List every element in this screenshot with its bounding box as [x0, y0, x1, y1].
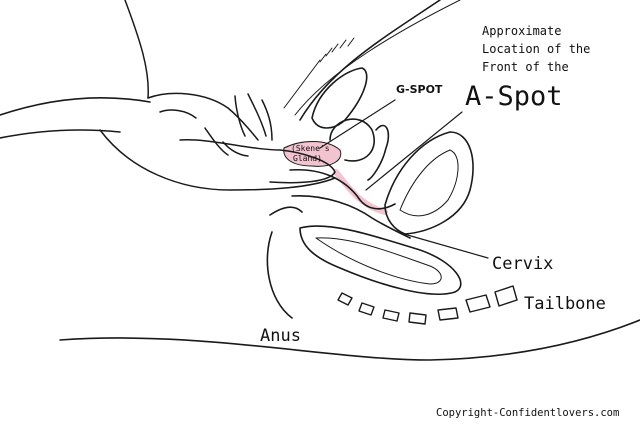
- rectum-outer: [299, 225, 462, 295]
- thigh-contour-lower: [0, 129, 121, 139]
- rectum-inner: [315, 237, 442, 285]
- back-contour: [59, 319, 640, 361]
- skenes-gland-highlight: [283, 141, 342, 167]
- caption-line-2: Location of the: [482, 42, 591, 56]
- vaginal-wall-lower: [291, 195, 411, 239]
- pubic-bone: [311, 67, 368, 129]
- thigh-contour: [0, 96, 151, 116]
- hand-illustration: [99, 0, 336, 191]
- perineum: [269, 206, 303, 216]
- uterus-inner: [399, 149, 459, 217]
- g-spot-pointer: [319, 99, 396, 149]
- g-spot-label: G-SPOT: [396, 83, 443, 96]
- tailbone-vertebrae: [337, 285, 518, 325]
- pubic-hair: [283, 37, 355, 109]
- skenes-gland-label-line-1: (Skene's: [291, 144, 330, 153]
- belly-contour: [299, 0, 441, 121]
- belly-contour-inner: [294, 0, 461, 116]
- urethra: [367, 124, 390, 181]
- cervix-pointer: [403, 233, 489, 259]
- vaginal-wall-upper: [289, 168, 396, 210]
- caption-line-3: Front of the: [482, 60, 569, 74]
- uterus: [384, 131, 474, 235]
- copyright-text: Copyright-Confidentlovers.com: [436, 407, 620, 419]
- cervix-label: Cervix: [492, 254, 554, 274]
- bladder: [329, 118, 375, 162]
- skenes-gland-label-line-2: Gland): [293, 154, 322, 163]
- tailbone-label: Tailbone: [524, 294, 606, 314]
- a-spot-pointer: [365, 111, 463, 191]
- caption-line-1: Approximate: [482, 24, 562, 38]
- vaginal-canal-highlight: [333, 169, 388, 215]
- anus-label: Anus: [260, 326, 301, 346]
- buttock-curve: [266, 231, 293, 319]
- a-spot-label: A-Spot: [465, 81, 563, 112]
